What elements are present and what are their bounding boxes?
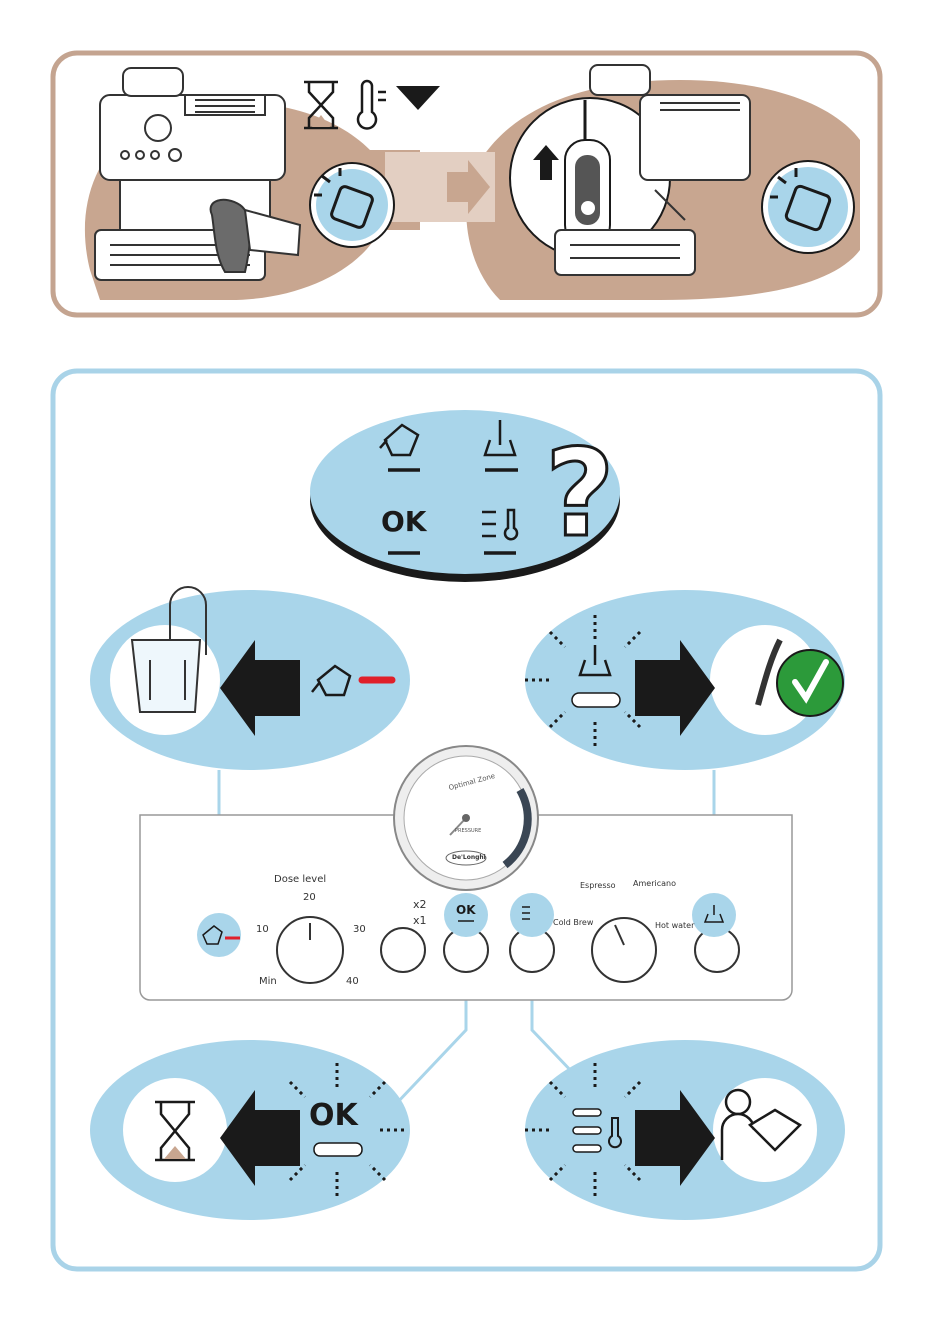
dial-tick-10: 10 (256, 924, 269, 935)
dashboard-ok-label: OK (456, 903, 476, 917)
americano-label: Americano (633, 879, 676, 888)
temp-highlight (510, 893, 554, 937)
cup-button[interactable] (381, 928, 425, 972)
espresso-label: Espresso (580, 881, 616, 890)
bottom-panel (53, 371, 880, 1269)
cold-brew-label: Cold Brew (553, 918, 593, 927)
dial-tick-min: Min (259, 976, 277, 987)
question-mark: ? (545, 425, 615, 564)
steam-bubble (525, 590, 845, 770)
steam-clean-bubble-right (762, 161, 854, 253)
hot-water-label: Hot water (655, 921, 694, 930)
check-icon (777, 650, 843, 716)
dial-tick-40: 40 (346, 976, 359, 987)
temperature-bubble (525, 1040, 845, 1220)
gauge-pressure-label: PRESSURE (455, 828, 481, 834)
dose-level-label: Dose level (274, 874, 326, 885)
dial-tick-30: 30 (353, 924, 366, 935)
cup-x2-label: x2 (413, 898, 427, 911)
gauge-brand-label: De'Longhi (452, 854, 486, 861)
question-ok-label: OK (381, 505, 427, 538)
cup-x1-label: x1 (413, 914, 427, 927)
dial-tick-20: 20 (303, 892, 316, 903)
pressure-gauge (394, 746, 538, 890)
beverage-selector[interactable] (592, 918, 656, 982)
steam-clean-bubble-left (310, 163, 394, 247)
ok-bubble (90, 1040, 410, 1220)
top-panel (53, 53, 880, 315)
bottom-ok-label: OK (309, 1098, 358, 1133)
